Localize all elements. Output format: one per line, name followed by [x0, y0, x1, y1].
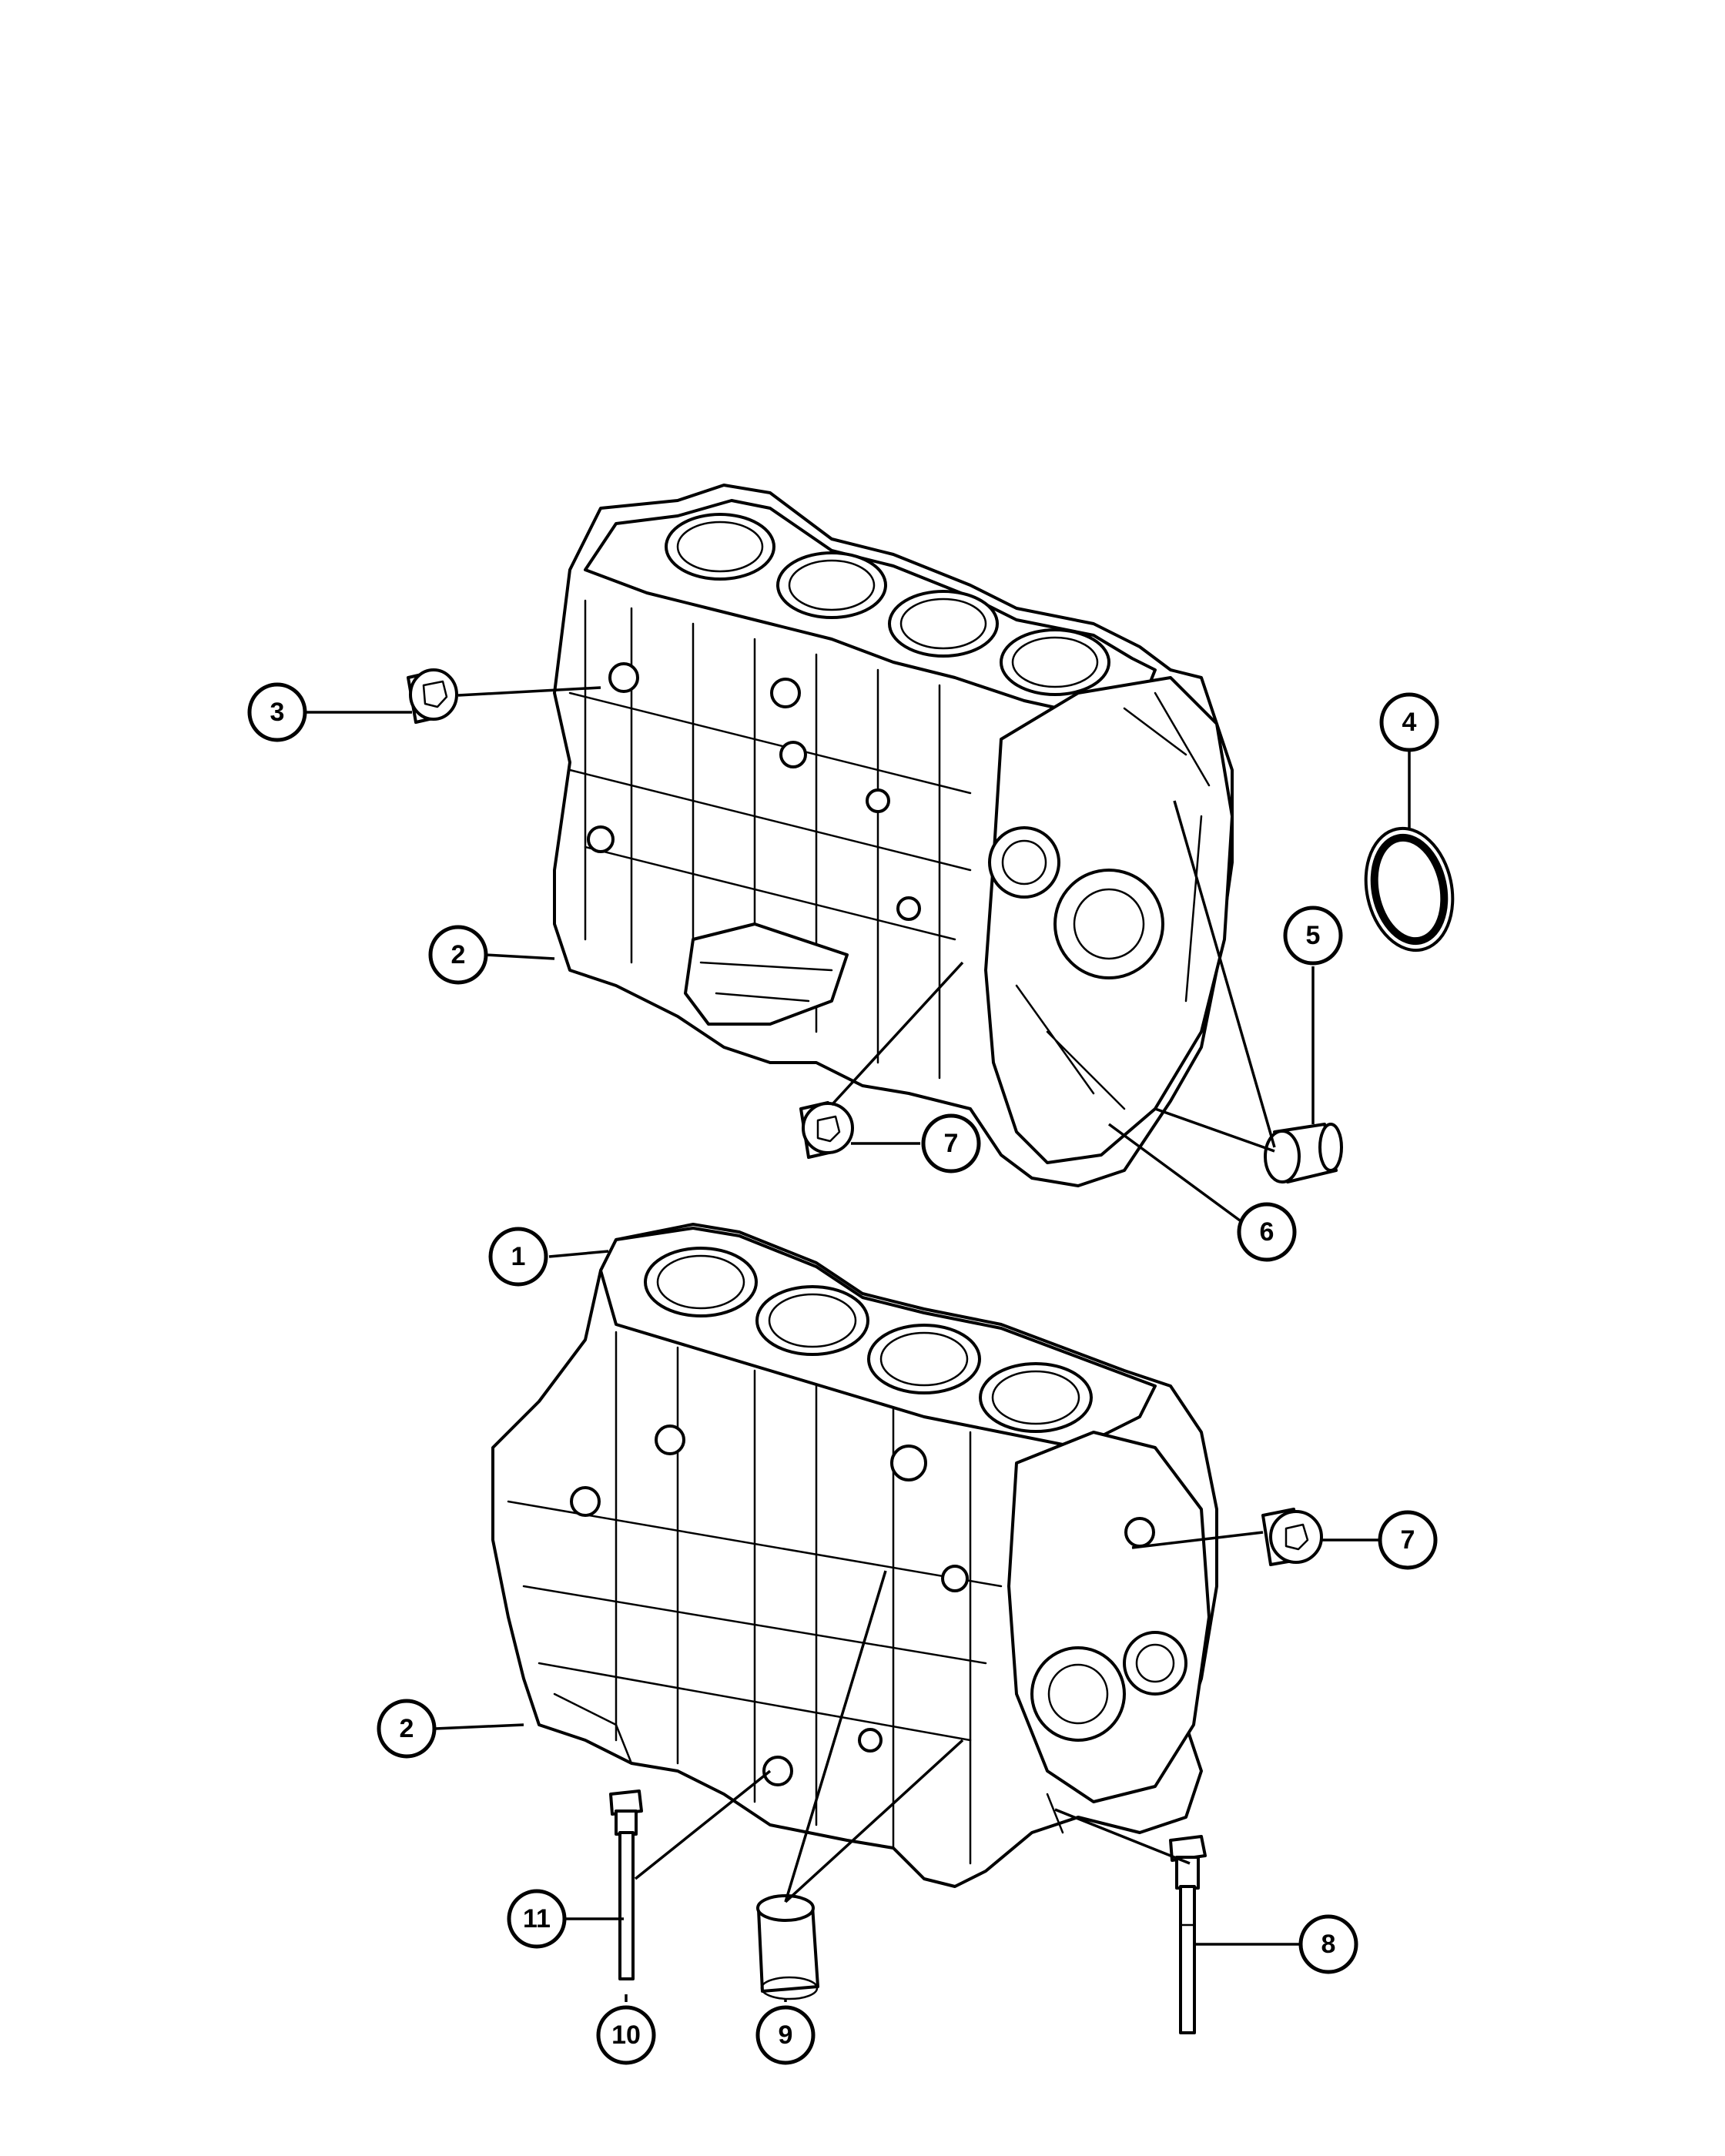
callout-10: 10 — [596, 2005, 656, 2065]
callout-2-upper-label: 2 — [451, 940, 466, 969]
callout-9: 9 — [755, 2005, 816, 2065]
callout-7-upper-label: 7 — [944, 1129, 959, 1158]
lower-engine-block — [491, 1223, 1218, 1888]
dowel-part — [1264, 1123, 1343, 1183]
callout-5-label: 5 — [1306, 921, 1321, 950]
callout-8-label: 8 — [1321, 1930, 1336, 1959]
callout-10-label: 10 — [611, 2020, 641, 2050]
callout-9-label: 9 — [779, 2020, 793, 2050]
callout-2-lower: 2 — [377, 1699, 437, 1759]
rear-main-seal-part — [1364, 826, 1455, 952]
callout-7-upper: 7 — [921, 1113, 981, 1173]
callout-3: 3 — [247, 682, 307, 742]
callout-11-label: 11 — [523, 1904, 551, 1933]
callout-6: 6 — [1237, 1202, 1297, 1262]
leader-lines — [304, 686, 1411, 2002]
callout-3-label: 3 — [270, 698, 285, 727]
cup-plug-upper-part — [799, 1101, 854, 1159]
bolt-right-part — [1169, 1835, 1207, 2034]
expansion-plug-part — [407, 668, 458, 724]
callout-5: 5 — [1283, 906, 1343, 966]
bushing-part — [756, 1894, 819, 2000]
bolt-left-part — [609, 1789, 643, 1980]
callout-4: 4 — [1379, 692, 1439, 752]
callout-2-lower-label: 2 — [400, 1714, 414, 1743]
callout-7-lower-label: 7 — [1401, 1525, 1415, 1555]
callout-4-label: 4 — [1402, 708, 1417, 737]
callout-1: 1 — [488, 1227, 548, 1287]
upper-engine-block — [553, 484, 1234, 1187]
callout-1-label: 1 — [511, 1242, 526, 1271]
callout-6-label: 6 — [1260, 1217, 1274, 1247]
callout-7-lower: 7 — [1378, 1510, 1438, 1570]
cup-plug-lower-part — [1261, 1508, 1323, 1566]
callout-8: 8 — [1298, 1914, 1358, 1974]
callout-2-upper: 2 — [428, 925, 488, 985]
callout-11: 11 — [507, 1889, 567, 1949]
